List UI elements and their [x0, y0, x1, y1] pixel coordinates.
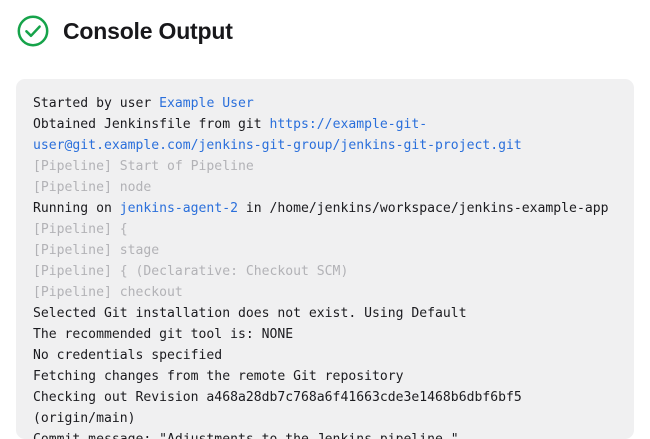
log-text: No credentials specified [33, 348, 223, 363]
log-text: The recommended git tool is: NONE [33, 327, 294, 342]
log-line-pipeline-open-brace: [Pipeline] { [33, 219, 618, 240]
log-text: [Pipeline] { [33, 222, 128, 237]
log-text: [Pipeline] Start of Pipeline [33, 159, 254, 174]
log-link[interactable]: Example User [159, 96, 254, 111]
log-line-obtained-jenkinsfile: Obtained Jenkinsfile from git https://ex… [33, 114, 618, 156]
log-text: [Pipeline] checkout [33, 285, 183, 300]
log-line-pipeline-declarative-checkout-scm: [Pipeline] { (Declarative: Checkout SCM) [33, 261, 618, 282]
log-text: in /home/jenkins/workspace/jenkins-examp… [237, 201, 609, 216]
check-circle-icon [17, 15, 49, 47]
log-link[interactable]: https://example-git-user@git.example.com… [33, 117, 522, 153]
log-line-running-on-agent: Running on jenkins-agent-2 in /home/jenk… [33, 198, 618, 219]
log-link[interactable]: jenkins-agent-2 [119, 201, 238, 216]
log-text: Started by user [33, 96, 160, 111]
log-line-fetching-changes: Fetching changes from the remote Git rep… [33, 366, 618, 387]
log-text: Running on [33, 201, 120, 216]
page-title: Console Output [63, 17, 233, 44]
log-line-pipeline-node: [Pipeline] node [33, 177, 618, 198]
log-text: Checking out Revision a468a28db7c768a6f4… [33, 390, 530, 426]
log-text: Commit message: "Adjustments to the Jenk… [33, 432, 459, 439]
log-line-checking-out-revision: Checking out Revision a468a28db7c768a6f4… [33, 387, 618, 429]
page-header: Console Output [0, 0, 650, 47]
log-text: [Pipeline] node [33, 180, 152, 195]
log-text: [Pipeline] stage [33, 243, 160, 258]
log-line-no-credentials-specified: No credentials specified [33, 345, 618, 366]
log-text: Fetching changes from the remote Git rep… [33, 369, 404, 384]
log-line-pipeline-stage: [Pipeline] stage [33, 240, 618, 261]
log-line-started-by-user: Started by user Example User [33, 93, 618, 114]
log-line-pipeline-checkout: [Pipeline] checkout [33, 282, 618, 303]
log-line-selected-git-installation: Selected Git installation does not exist… [33, 303, 618, 324]
log-line-commit-message: Commit message: "Adjustments to the Jenk… [33, 429, 618, 439]
log-line-pipeline-start-of-pipeline: [Pipeline] Start of Pipeline [33, 156, 618, 177]
log-text: [Pipeline] { (Declarative: Checkout SCM) [33, 264, 349, 279]
log-text: Selected Git installation does not exist… [33, 306, 467, 321]
log-text: Obtained Jenkinsfile from git [33, 117, 270, 132]
log-line-recommended-git-tool: The recommended git tool is: NONE [33, 324, 618, 345]
